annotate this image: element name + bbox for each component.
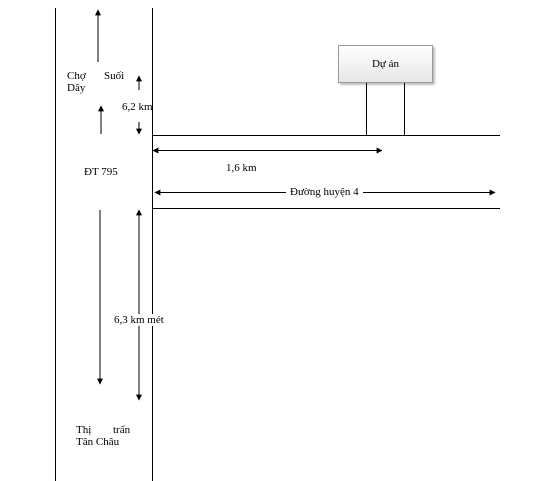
label-tran: trấn	[113, 424, 131, 436]
label-suoi: Suối	[104, 70, 125, 82]
label-dist-east: 1,6 km	[226, 162, 257, 174]
label-thi: Thị	[76, 424, 92, 436]
label-tan-chau: Tân Châu	[76, 436, 120, 448]
label-day: Dây	[67, 82, 86, 94]
label-dist-north: 6,2 km	[122, 101, 153, 113]
project-label: Dự án	[371, 58, 400, 70]
label-dist-south: 6,3 km mét	[110, 314, 168, 326]
label-road-huyen4: Đường huyện 4	[286, 186, 363, 198]
label-road-dt795: ĐT 795	[84, 166, 118, 178]
label-cho: Chợ	[67, 70, 86, 82]
project-box: Dự án	[338, 45, 433, 83]
